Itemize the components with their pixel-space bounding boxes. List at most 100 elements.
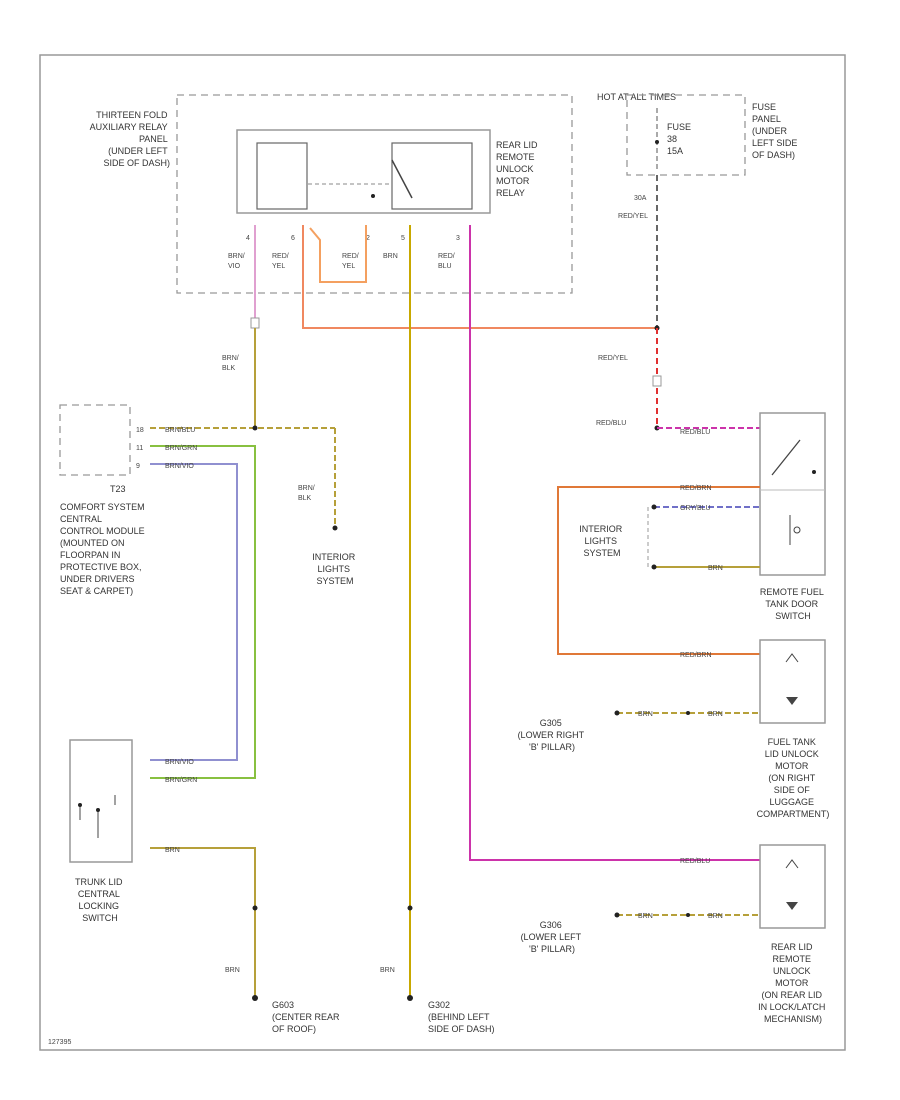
relay-contact-dot [371, 194, 375, 198]
gry-blu-terminal [651, 504, 657, 510]
wire-label-rear-brn2: BRN [708, 913, 723, 920]
trunk-brn-splice [252, 905, 258, 911]
relay-pin-2: 2 [366, 235, 370, 242]
interior-lights-2-label: INTERIOR LIGHTS SYSTEM [579, 524, 625, 558]
interior-lights-label: INTERIOR LIGHTS SYSTEM [312, 552, 358, 586]
relay-brn-splice [407, 905, 413, 911]
comfort-module-label: COMFORT SYSTEM CENTRAL CONTROL MODULE (M… [60, 502, 147, 596]
wire-label-trunk-1: BRN/VIO [165, 759, 194, 766]
fuse-panel-label: FUSE PANEL (UNDER LEFT SIDE OF DASH) [752, 102, 800, 160]
wire-label-switch-red-blu: RED/BLU [680, 429, 710, 436]
ground-g603 [252, 995, 258, 1001]
ground-g603-label: G603 (CENTER REAR OF ROOF) [272, 1000, 342, 1034]
ground-g305 [614, 710, 620, 716]
fuel-motor-splice [686, 711, 690, 715]
wire-trunk-brn [150, 847, 256, 998]
wire-label-red-blu-switch: RED/BLU [596, 420, 626, 427]
wire-label-fuel-brn: BRN [638, 711, 653, 718]
relay-switch-frame [391, 142, 473, 210]
trunk-switch-dot-1 [78, 803, 82, 807]
ground-g306-label: G306 (LOWER LEFT 'B' PILLAR) [521, 920, 584, 954]
comfort-pin-b: 11 [136, 445, 143, 452]
hot-at-all-times-label: HOT AT ALL TIMES [597, 92, 676, 102]
wire-red-yel-jumper [309, 225, 367, 283]
wire-label-brn-blk-top: BRN/ BLK [222, 355, 241, 372]
fuel-motor-symbol-bottom [786, 697, 798, 705]
wire-label-fuel-red-brn: RED/BRN [680, 652, 712, 659]
wire-red-yel-main [302, 225, 657, 329]
rear-lid-unlock-relay [236, 129, 491, 214]
inline-connector-1 [652, 375, 662, 387]
trunk-switch-label: TRUNK LID CENTRAL LOCKING SWITCH [75, 877, 125, 923]
rear-motor-label: REAR LID REMOTE UNLOCK MOTOR (ON REAR LI… [758, 942, 828, 1024]
wire-label-ground-brn-left: BRN [225, 967, 240, 974]
wire-label-switch-brn: BRN [708, 565, 723, 572]
fuse-label: FUSE 38 15A [667, 122, 694, 156]
wire-label-ground-brn-mid: BRN [380, 967, 395, 974]
wire-label-comfort-1: BRN/BLU [165, 427, 195, 434]
relay-wire-label-4: BRN [383, 253, 398, 260]
ground-g302 [407, 995, 413, 1001]
ground-g306 [614, 912, 620, 918]
rear-motor-splice [686, 913, 690, 917]
switch-contact-dot [812, 470, 816, 474]
relay-label: REAR LID REMOTE UNLOCK MOTOR RELAY [496, 140, 540, 198]
relay-contact [391, 159, 413, 199]
comfort-pin-c: 9 [136, 463, 140, 470]
relay-pin-3: 3 [456, 235, 460, 242]
diagram-frame [39, 54, 846, 1051]
wire-label-comfort-2: BRN/GRN [165, 445, 197, 452]
rear-motor-symbol-bottom [786, 902, 798, 910]
interior-lights-system-2-bg [565, 498, 645, 573]
interior-lights-terminal [332, 525, 338, 531]
relay-panel-outline [176, 94, 573, 294]
remote-fuel-switch-label: REMOTE FUEL TANK DOOR SWITCH [760, 587, 826, 621]
wire-label-rear-brn: BRN [638, 913, 653, 920]
fuel-tank-lid-motor [759, 639, 826, 724]
relay-wire-label-3: RED/ YEL [342, 253, 361, 270]
comfort-module-outline [59, 404, 131, 476]
relay-pin-6: 6 [291, 235, 295, 242]
wire-comfort-brn-grn [150, 445, 256, 779]
relay-wire-label-2: RED/ YEL [272, 253, 291, 270]
wire-label-red-yel-mid: RED/YEL [598, 355, 628, 362]
switch-contact [771, 439, 801, 476]
wire-label-switch-gry-blu: GRY/BLU [680, 505, 711, 512]
relay-wire-label-1: BRN/ VIO [228, 253, 247, 270]
wire-comfort-brn-vio [150, 463, 238, 761]
relay-wire-label-5: RED/ BLU [438, 253, 457, 270]
trunk-lid-locking-switch [69, 739, 133, 863]
comfort-connector-id: T23 [110, 484, 126, 494]
wire-label-fuel-brn2: BRN [708, 711, 723, 718]
comfort-pin-a: 18 [136, 427, 144, 434]
fuse-dot [655, 140, 659, 144]
wire-label-trunk-brn: BRN [165, 847, 180, 854]
wire-label-rear-red-blu: RED/BLU [680, 858, 710, 865]
relay-coil [256, 142, 308, 210]
sw-brn-terminal [651, 564, 657, 570]
wire-label-trunk-2: BRN/GRN [165, 777, 197, 784]
fuse-output-wire-label: 30A RED/YEL [618, 195, 648, 220]
inline-connector-2 [250, 317, 260, 329]
wire-label-comfort-3: BRN/VIO [165, 463, 194, 470]
rear-lid-unlock-motor [759, 844, 826, 929]
fuse-panel-outline [626, 94, 746, 176]
wire-label-switch-red-brn: RED/BRN [680, 485, 712, 492]
splice-comfort-brn [252, 425, 258, 431]
relay-pin-5: 5 [401, 235, 405, 242]
rear-motor-symbol-top [785, 859, 799, 869]
remote-fuel-door-switch [759, 412, 826, 576]
relay-pin-4: 4 [246, 235, 250, 242]
wire-red-blu-rear-motor [469, 225, 760, 861]
fuel-motor-label: FUEL TANK LID UNLOCK MOTOR (ON RIGHT SID… [757, 737, 830, 819]
fuel-motor-symbol-top [785, 653, 799, 663]
footer-code: 127395 [48, 1039, 71, 1046]
relay-panel-label: THIRTEEN FOLD AUXILIARY RELAY PANEL (UND… [90, 110, 170, 168]
wire-label-brn-blk-mid: BRN/ BLK [298, 485, 317, 502]
switch-lamp-bulb [793, 526, 801, 534]
trunk-switch-dot-2 [96, 808, 100, 812]
ground-g305-label: G305 (LOWER RIGHT 'B' PILLAR) [518, 718, 587, 752]
ground-g302-label: G302 (BEHIND LEFT SIDE OF DASH) [428, 1000, 495, 1034]
wire-red-brn-loop [557, 486, 760, 655]
